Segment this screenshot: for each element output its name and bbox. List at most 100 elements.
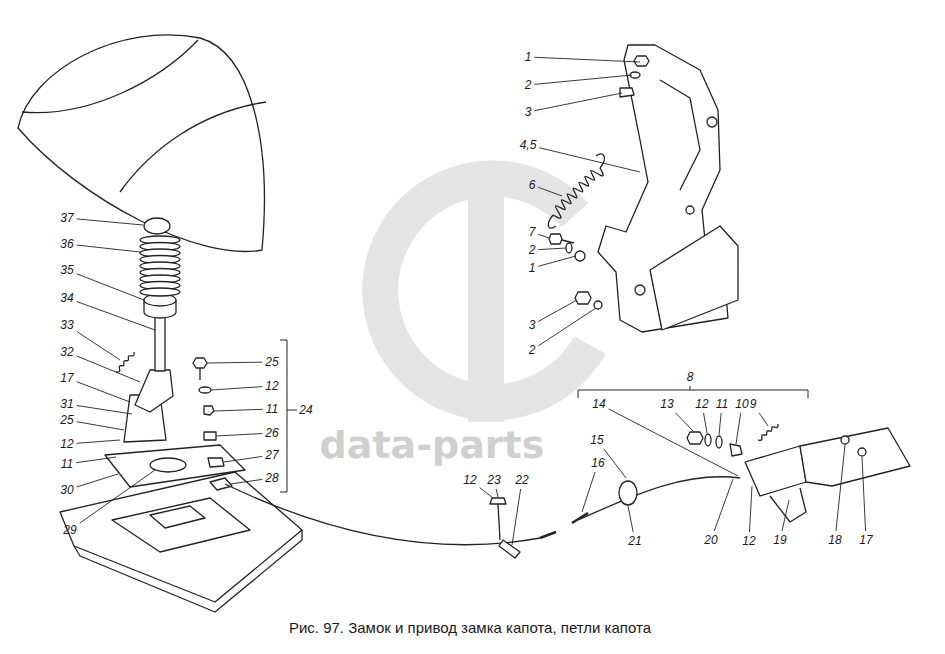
washer xyxy=(566,243,572,253)
callout-number: 32 xyxy=(60,346,73,358)
cable xyxy=(225,484,540,545)
bolt-head xyxy=(549,234,562,244)
leader-line xyxy=(77,302,155,330)
bracket-tick xyxy=(690,386,691,390)
leader-line xyxy=(77,440,120,443)
sleeve xyxy=(204,432,216,440)
nut xyxy=(687,432,703,444)
springs xyxy=(116,154,778,440)
callout-number: 9 xyxy=(750,398,757,410)
callout-number: 27 xyxy=(265,449,278,461)
logo-bar xyxy=(468,172,504,422)
bolt-head xyxy=(193,358,207,368)
callout-number: 2 xyxy=(525,79,532,91)
parts xyxy=(18,35,910,612)
leader-line xyxy=(704,413,707,433)
spring-hook xyxy=(596,154,604,168)
callout-number: 25 xyxy=(265,356,278,368)
cover-seam xyxy=(22,40,198,113)
leader-line xyxy=(224,456,262,462)
leader-line xyxy=(211,387,262,390)
callout-number: 33 xyxy=(60,319,73,331)
cover xyxy=(18,35,264,252)
washer xyxy=(199,387,211,393)
leader-line xyxy=(538,308,596,346)
callout-number: 12 xyxy=(742,535,755,547)
nut xyxy=(594,301,602,309)
bolt-head xyxy=(575,292,591,304)
callout-number: 7 xyxy=(529,226,536,238)
leader-line xyxy=(80,470,155,523)
spring-hook xyxy=(548,215,556,228)
panel-edge xyxy=(74,530,302,612)
callout-number: 17 xyxy=(859,534,872,546)
bolt-shaft xyxy=(498,504,500,540)
callout-number: 37 xyxy=(60,212,73,224)
callout-number: 35 xyxy=(60,264,73,276)
callout-number: 11 xyxy=(266,403,278,415)
leader-line xyxy=(77,422,124,430)
knob xyxy=(144,218,170,234)
washer xyxy=(716,436,722,448)
leader-line xyxy=(480,488,493,498)
callout-number: 3 xyxy=(529,319,536,331)
leader-line xyxy=(230,479,262,484)
callout-number: 14 xyxy=(592,398,605,410)
callout-number: 29 xyxy=(63,524,76,536)
callout-number: 34 xyxy=(60,292,73,304)
leader-line xyxy=(216,434,262,436)
hinge-slot xyxy=(660,80,700,190)
leader-line xyxy=(77,245,140,252)
callout-number: 1 xyxy=(525,51,532,63)
callout-number: 6 xyxy=(529,179,536,191)
callout-number: 30 xyxy=(60,484,73,496)
leader-line xyxy=(538,256,576,266)
watermark-logo xyxy=(380,172,590,422)
washer xyxy=(575,251,585,261)
callout-number: 23 xyxy=(487,474,500,486)
callout-number: 25 xyxy=(60,414,73,426)
leader-line xyxy=(719,413,721,435)
callout-number: 11 xyxy=(716,398,728,410)
spring xyxy=(116,352,134,372)
leader-line xyxy=(604,449,626,478)
callout-number: 12 xyxy=(265,380,278,392)
hinge-plate xyxy=(650,226,738,330)
cable-tip xyxy=(540,532,556,538)
callout-number: 13 xyxy=(660,398,673,410)
leader-line xyxy=(76,457,116,463)
leader-line xyxy=(539,148,640,172)
group-brackets xyxy=(280,340,808,492)
leader-line xyxy=(538,187,562,196)
leader-line xyxy=(836,445,845,531)
leader-line xyxy=(77,405,132,414)
callout-number: 20 xyxy=(704,534,717,546)
nut xyxy=(204,406,214,415)
callout-number: 26 xyxy=(265,427,278,439)
leader-line xyxy=(534,57,640,62)
cable-clamp xyxy=(619,481,637,505)
cover-seam xyxy=(120,102,266,192)
callout-number: 31 xyxy=(60,398,73,410)
leader-line xyxy=(782,500,789,531)
leader-line xyxy=(676,413,693,431)
spring-coil xyxy=(140,288,180,296)
rod xyxy=(155,313,165,371)
plate-hole xyxy=(150,458,186,472)
callout-number: 28 xyxy=(265,472,278,484)
callout-number: 18 xyxy=(828,534,841,546)
callout-number: 12 xyxy=(463,474,476,486)
spring xyxy=(758,424,778,440)
latch-bar xyxy=(800,428,910,486)
callout-number: 17 xyxy=(60,372,73,384)
leader-line xyxy=(759,413,768,426)
hinge-pivot xyxy=(635,285,645,295)
leader-line xyxy=(496,489,498,497)
leader-line xyxy=(534,93,622,111)
leader-line xyxy=(862,457,866,531)
callout-number: 2 xyxy=(529,344,536,356)
leader-line xyxy=(538,300,577,321)
nut xyxy=(634,56,649,66)
cable-clamp xyxy=(499,540,520,558)
